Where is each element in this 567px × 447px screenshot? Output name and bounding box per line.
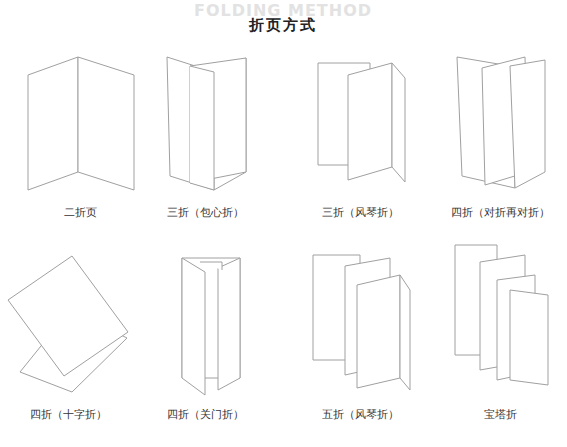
pagoda-fold-figure (455, 245, 548, 385)
accordion-5-figure (313, 255, 410, 390)
fold-caption: 四折（十字折） (30, 407, 107, 422)
accordion-3-figure (318, 63, 405, 182)
double-parallel-figure (457, 57, 545, 188)
fold-caption: 四折（关门折） (167, 407, 244, 422)
fold-caption: 四折（对折再对折） (451, 205, 550, 220)
fold-caption: 三折（风琴折） (322, 205, 399, 220)
bifold-figure (28, 57, 134, 190)
watermark: FOLDING METHOD (194, 1, 372, 20)
gate-fold-figure (182, 258, 240, 395)
fold-caption: 宝塔折 (484, 407, 517, 422)
cross-fold-figure (8, 256, 128, 392)
roll-fold-figure (167, 57, 246, 190)
fold-caption: 五折（风琴折） (322, 407, 399, 422)
fold-caption: 二折页 (64, 205, 97, 220)
fold-caption: 三折（包心折） (167, 205, 244, 220)
